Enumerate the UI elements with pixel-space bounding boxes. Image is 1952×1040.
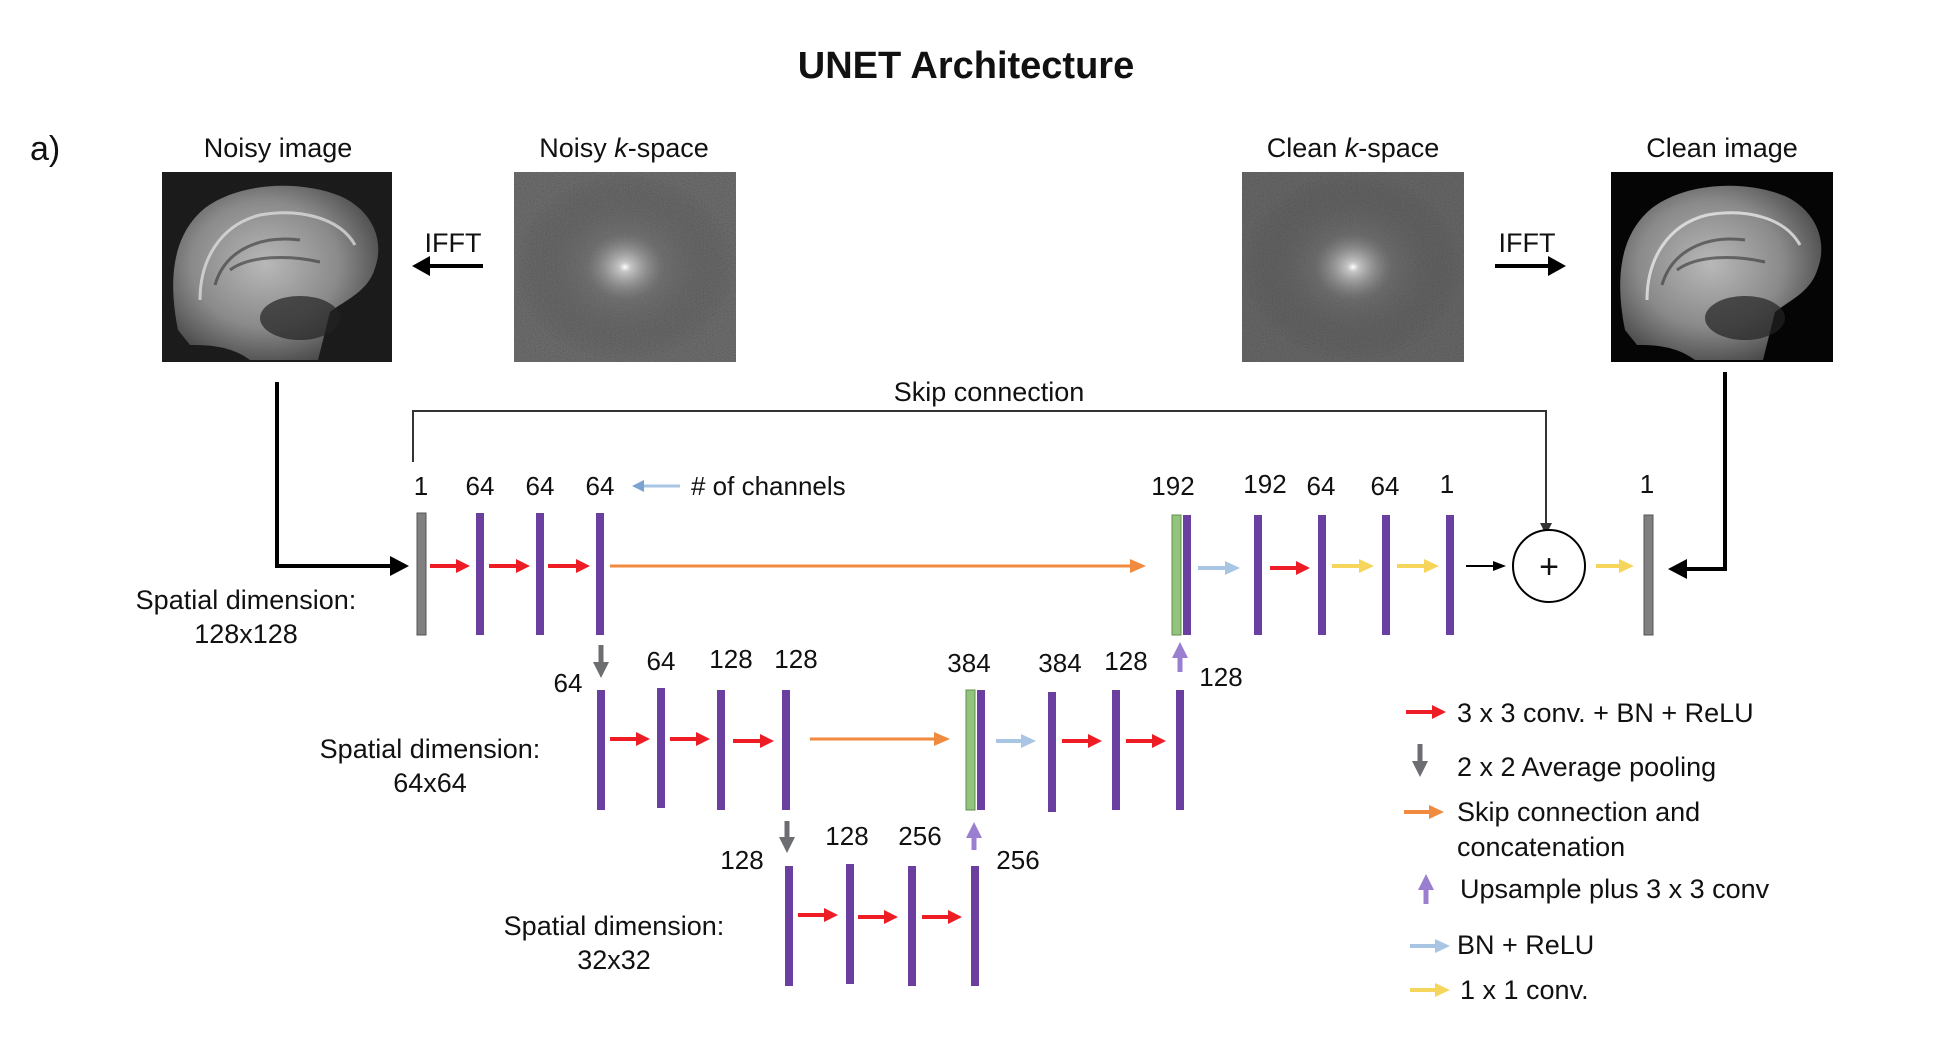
conv-arrows [430, 559, 1310, 924]
channel-count: 192 [1243, 469, 1286, 499]
concat-map-green [965, 689, 976, 811]
legend-conv-label: 3 x 3 conv. + BN + ReLU [1457, 698, 1754, 728]
channel-count: 64 [554, 668, 583, 698]
channel-count: 192 [1151, 471, 1194, 501]
feature-map [1446, 515, 1454, 635]
noisy-kspace-label: Noisy k-space [539, 133, 709, 163]
channel-count: 1 [414, 471, 428, 501]
channel-count: 128 [774, 644, 817, 674]
feature-map [785, 866, 793, 986]
channel-count: 64 [526, 471, 555, 501]
feature-map [1254, 515, 1262, 635]
output-connector-arrow [1668, 372, 1727, 579]
channel-count: 1 [1440, 469, 1454, 499]
noisy-image-label: Noisy image [204, 133, 353, 163]
channel-count: 64 [1307, 471, 1336, 501]
feature-map [908, 866, 916, 986]
channel-count: 128 [825, 821, 868, 851]
clean-kspace-label: Clean k-space [1267, 133, 1440, 163]
feature-map [1318, 515, 1326, 635]
clean-kspace-image [1242, 172, 1464, 362]
channel-count: 64 [586, 471, 615, 501]
feature-map [597, 690, 605, 810]
feature-map [657, 688, 665, 808]
feature-map [971, 866, 979, 986]
legend-skip-label-2: concatenation [1457, 832, 1625, 862]
concat-map-green [1171, 514, 1182, 636]
legend-bn-icon [1410, 939, 1450, 953]
channel-count: 128 [709, 644, 752, 674]
skip-connection-line [412, 410, 1552, 535]
pooling-arrows [593, 645, 795, 853]
feature-map-input [416, 512, 427, 636]
feature-map [1112, 690, 1120, 810]
clean-image-label: Clean image [1646, 133, 1798, 163]
spatial-value-l1: 128x128 [194, 619, 298, 649]
input-connector-arrow [275, 382, 409, 576]
bn-relu-arrows [996, 561, 1240, 748]
channel-count: 64 [1371, 471, 1400, 501]
figure-title: UNET Architecture [798, 45, 1134, 87]
legend-conv1x1-icon [1410, 983, 1450, 997]
legend: 3 x 3 conv. + BN + ReLU 2 x 2 Average po… [1404, 698, 1770, 1005]
feature-map [536, 513, 544, 635]
feature-map [782, 690, 790, 810]
skip-connection-label: Skip connection [894, 377, 1085, 407]
feature-map [1048, 692, 1056, 812]
ifft-arrow-right [1495, 256, 1566, 276]
feature-map [1382, 515, 1390, 635]
ifft-label-left: IFFT [425, 228, 482, 258]
spatial-label-l2: Spatial dimension: [320, 734, 541, 764]
channel-count: 256 [898, 821, 941, 851]
legend-conv1x1-label: 1 x 1 conv. [1460, 975, 1589, 1005]
channel-count: 128 [720, 845, 763, 875]
channel-count: 64 [647, 646, 676, 676]
feature-map [1176, 690, 1184, 810]
channels-hint-arrow [632, 480, 680, 492]
to-sum-arrow [1466, 561, 1506, 571]
plus-symbol: + [1539, 548, 1559, 586]
feature-map [476, 513, 484, 635]
legend-bn-label: BN + ReLU [1457, 930, 1594, 960]
legend-pool-label: 2 x 2 Average pooling [1457, 752, 1716, 782]
spatial-label-l3: Spatial dimension: [504, 911, 725, 941]
conv1x1-arrows [1332, 559, 1634, 573]
ifft-label-right: IFFT [1499, 228, 1556, 258]
skip-concat-arrows [610, 559, 1146, 746]
channel-count: 384 [1038, 648, 1081, 678]
spatial-label-l1: Spatial dimension: [136, 585, 357, 615]
legend-skip-icon [1404, 805, 1444, 819]
channels-hint-label: # of channels [691, 471, 846, 501]
legend-pool-icon [1412, 744, 1428, 777]
channel-count: 128 [1199, 662, 1242, 692]
feature-map [977, 690, 985, 810]
channel-count: 256 [996, 845, 1039, 875]
feature-map [717, 690, 725, 810]
channel-count: 128 [1104, 646, 1147, 676]
ifft-arrow-left [412, 256, 483, 276]
spatial-value-l2: 64x64 [393, 768, 467, 798]
feature-map [1183, 515, 1191, 635]
sum-node [1512, 529, 1586, 603]
legend-skip-label-1: Skip connection and [1457, 797, 1700, 827]
channel-count: 384 [947, 648, 990, 678]
feature-map [596, 513, 604, 635]
feature-map-output [1643, 514, 1654, 636]
noisy-image [162, 172, 392, 362]
channel-count: 64 [466, 471, 495, 501]
spatial-value-l3: 32x32 [577, 945, 651, 975]
channel-count: 1 [1640, 469, 1654, 499]
legend-upsample-icon [1418, 874, 1434, 904]
upsample-arrows [966, 642, 1188, 850]
noisy-kspace-image [514, 172, 736, 362]
clean-image [1611, 172, 1833, 362]
legend-conv-icon [1406, 705, 1446, 719]
feature-map [846, 864, 854, 984]
legend-upsample-label: Upsample plus 3 x 3 conv [1460, 874, 1770, 904]
panel-label: a) [30, 130, 60, 168]
